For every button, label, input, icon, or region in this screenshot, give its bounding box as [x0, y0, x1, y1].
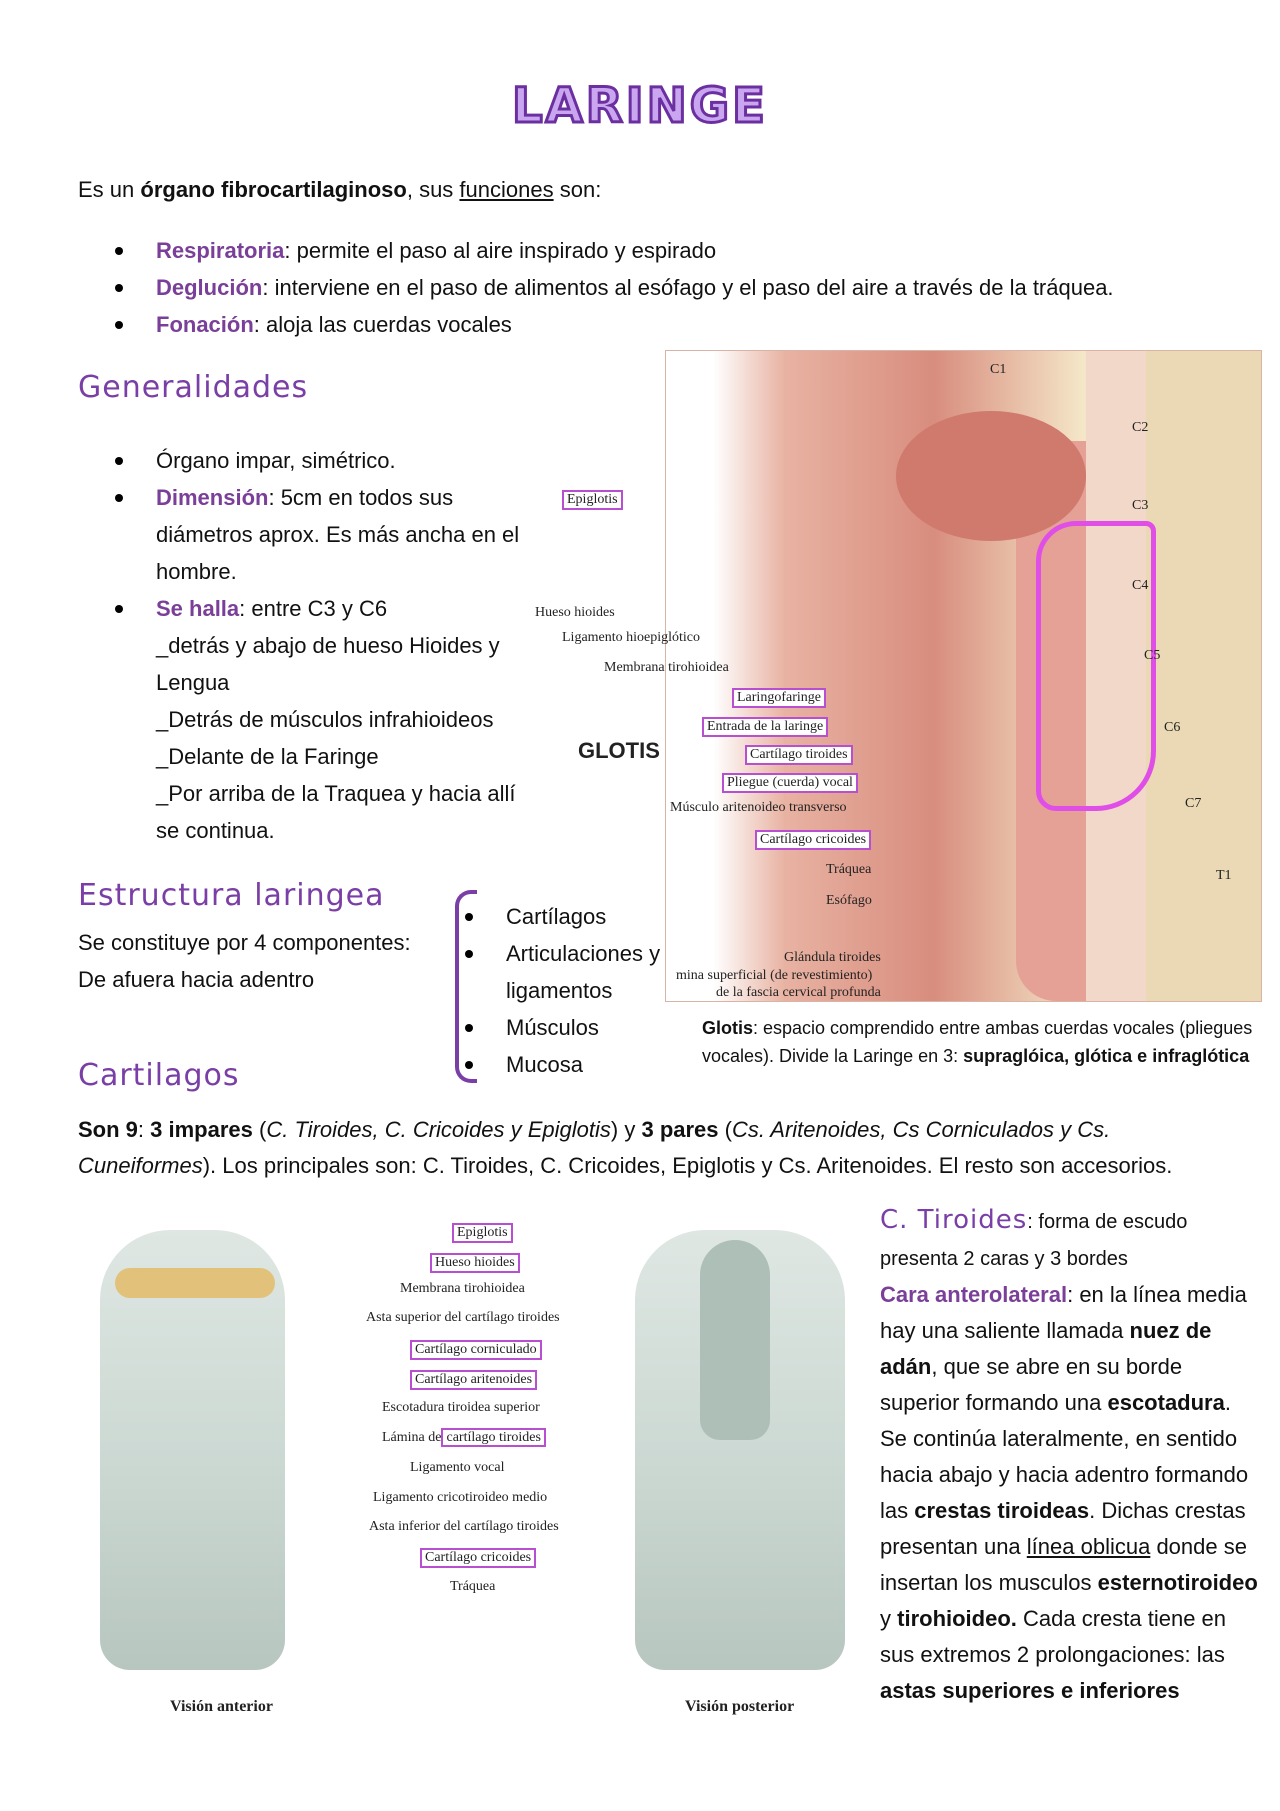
- list-item: Articulaciones y ligamentos: [428, 935, 668, 1009]
- vertebra-label: C3: [1132, 498, 1149, 513]
- label-ligamento-hioepiglotico: Ligamento hioepiglótico: [562, 630, 701, 645]
- label-membrana-tirohioidea: Membrana tirohioidea: [400, 1281, 525, 1296]
- list-item: Músculos: [428, 1009, 668, 1046]
- larynx-highlight: [1036, 521, 1156, 811]
- label-ligamento-cricotiroideo: Ligamento cricotiroideo medio: [373, 1490, 548, 1505]
- label-glandula-tiroides: Glándula tiroides: [784, 950, 881, 965]
- label-hueso-hioides: Hueso hioides: [430, 1253, 520, 1273]
- estructura-list: Cartílagos Articulaciones y ligamentos M…: [428, 898, 668, 1083]
- label-membrana-tirohioidea: Membrana tirohioidea: [604, 660, 729, 675]
- label-cartilago-cricoides: Cartílago cricoides: [755, 830, 872, 850]
- brace-icon: [455, 890, 477, 1083]
- label-cartilago-aritenoides: Cartílago aritenoides: [410, 1370, 538, 1390]
- glotis-note: Glotis: espacio comprendido entre ambas …: [702, 1018, 1253, 1066]
- label-hueso-hioides: Hueso hioides: [535, 605, 615, 620]
- list-item: Cartílagos: [428, 898, 668, 935]
- vertebra-label: C2: [1132, 420, 1149, 435]
- list-item: Mucosa: [428, 1046, 668, 1083]
- hyoid-shape: [115, 1268, 275, 1298]
- vertebra-label: C5: [1144, 648, 1161, 663]
- anterior-view-figure: [100, 1230, 285, 1670]
- vertebra-label: C7: [1185, 796, 1202, 811]
- glotis-tag: GLOTIS: [578, 738, 660, 763]
- epiglottis-shape: [700, 1240, 770, 1440]
- list-item: Deglución: interviene en el paso de alim…: [78, 269, 1228, 306]
- heading-estructura: Estructura laringea: [78, 878, 385, 913]
- vertebra-label: C4: [1132, 578, 1149, 593]
- label-esofago: Esófago: [826, 893, 872, 908]
- label-pliegue-vocal: Pliegue (cuerda) vocal: [722, 773, 858, 793]
- page-title: LARINGE: [511, 77, 768, 136]
- tiroides-paragraph: C. Tiroides: forma de escudo presenta 2 …: [880, 1205, 1258, 1703]
- label-ligamento-vocal: Ligamento vocal: [410, 1460, 505, 1475]
- label-lamina-superficial: mina superficial (de revestimiento): [676, 968, 873, 983]
- list-item: Se halla: entre C3 y C6 _detrás y abajo …: [78, 590, 523, 849]
- sagittal-figure: [665, 350, 1262, 1002]
- generalidades-list: Órgano impar, simétrico. Dimensión: 5cm …: [78, 442, 523, 849]
- caption-posterior: Visión posterior: [685, 1698, 795, 1715]
- label-epiglotis: Epiglotis: [452, 1223, 513, 1243]
- list-item: Respiratoria: permite el paso al aire in…: [78, 232, 1228, 269]
- tongue-shape: [896, 411, 1086, 541]
- label-traquea: Tráquea: [450, 1579, 496, 1594]
- heading-generalidades: Generalidades: [78, 370, 309, 405]
- label-cartilago-cricoides: Cartílago cricoides: [420, 1548, 537, 1568]
- list-item: Dimensión: 5cm en todos sus diámetros ap…: [78, 479, 523, 590]
- heading-cartilagos: Cartilagos: [78, 1058, 240, 1093]
- label-epiglotis: Epiglotis: [562, 490, 623, 510]
- label-traquea: Tráquea: [826, 862, 872, 877]
- spine-shape: [1146, 351, 1261, 1001]
- label-asta-inferior: Asta inferior del cartílago tiroides: [369, 1519, 559, 1534]
- intro-text: Es un órgano fibrocartilaginoso, sus fun…: [78, 177, 602, 202]
- label-escotadura: Escotadura tiroidea superior: [382, 1400, 540, 1415]
- functions-list: Respiratoria: permite el paso al aire in…: [78, 232, 1228, 343]
- label-fascia-cervical: de la fascia cervical profunda: [716, 985, 881, 1000]
- esophagus-shape: [1086, 351, 1146, 1001]
- list-item: Fonación: aloja las cuerdas vocales: [78, 306, 1228, 343]
- estructura-line1: Se constituye por 4 componentes:: [78, 930, 411, 955]
- label-entrada-laringe: Entrada de la laringe: [702, 717, 829, 737]
- label-cartilago-corniculado: Cartílago corniculado: [410, 1340, 542, 1360]
- caption-anterior: Visión anterior: [170, 1698, 273, 1715]
- vertebra-label: T1: [1216, 868, 1232, 883]
- vertebra-label: C6: [1164, 720, 1181, 735]
- list-item: Órgano impar, simétrico.: [78, 442, 523, 479]
- label-cartilago-tiroides: Cartílago tiroides: [745, 745, 853, 765]
- label-asta-superior: Asta superior del cartílago tiroides: [366, 1310, 560, 1325]
- label-laringofaringe: Laringofaringe: [732, 688, 826, 708]
- vertebra-label: C1: [990, 362, 1007, 377]
- estructura-line2: De afuera hacia adentro: [78, 967, 315, 992]
- cartilagos-paragraph: Son 9: 3 impares (C. Tiroides, C. Cricoi…: [78, 1117, 1173, 1178]
- label-musculo-aritenoideo: Músculo aritenoideo transverso: [670, 800, 847, 815]
